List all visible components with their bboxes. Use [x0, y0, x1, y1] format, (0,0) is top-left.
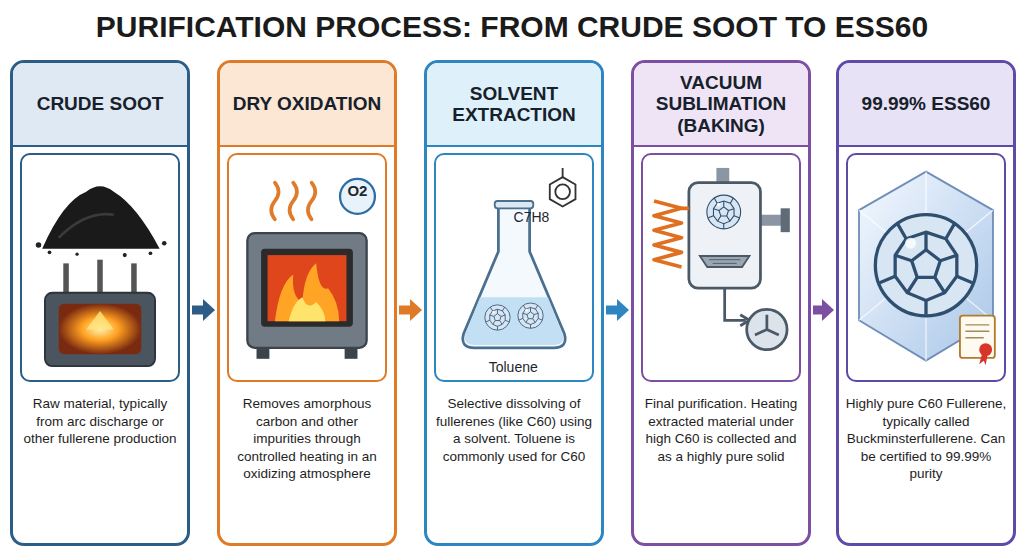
illustration-card: C7H8Toluene — [434, 153, 594, 382]
panel-description: Raw material, typically from arc dischar… — [19, 395, 181, 448]
panel-heading: CRUDE SOOT — [31, 93, 170, 114]
toluene-flask — [436, 155, 592, 380]
process-panel: CRUDE SOOT Raw material, typically from … — [10, 60, 190, 546]
panel-description: Removes amorphous carbon and other impur… — [226, 395, 388, 483]
panel-heading: VACUUM SUBLIMATION (BAKING) — [634, 72, 808, 136]
illustration-card — [641, 153, 801, 382]
panel-header: CRUDE SOOT — [13, 63, 187, 147]
process-arrow — [606, 299, 629, 321]
illustration-label: C7H8 — [514, 209, 550, 225]
process-panel: VACUUM SUBLIMATION (BAKING) Final purifi… — [631, 60, 811, 546]
illustration-label: Toluene — [487, 359, 540, 375]
illustration-card — [846, 153, 1006, 382]
process-panel: SOLVENT EXTRACTION C7H8TolueneSelective … — [424, 60, 604, 546]
process-panel: 99.99% ESS60 Highly pure C60 Fullerene, … — [836, 60, 1016, 546]
panel-heading: 99.99% ESS60 — [856, 93, 997, 114]
panel-header: SOLVENT EXTRACTION — [427, 63, 601, 147]
diagram-title: PURIFICATION PROCESS: FROM CRUDE SOOT TO… — [0, 10, 1024, 44]
illustration-card — [20, 153, 180, 382]
illustration-card: O2 — [227, 153, 387, 382]
panel-header: VACUUM SUBLIMATION (BAKING) — [634, 63, 808, 147]
process-arrow — [813, 299, 834, 321]
panel-description: Highly pure C60 Fullerene, typically cal… — [845, 395, 1007, 483]
illustration-label: O2 — [347, 182, 367, 199]
process-arrow — [399, 299, 422, 321]
vacuum-chamber — [643, 155, 799, 380]
panel-heading: DRY OXIDATION — [227, 93, 388, 114]
process-panel: DRY OXIDATION O2Removes amorphous carbon… — [217, 60, 397, 546]
process-arrow — [192, 299, 215, 321]
panel-header: DRY OXIDATION — [220, 63, 394, 147]
panel-description: Final purification. Heating extracted ma… — [640, 395, 802, 465]
pure-c60-crystal — [848, 155, 1004, 380]
panel-description: Selective dissolving of fullerenes (like… — [433, 395, 595, 465]
soot-and-arc-reactor — [22, 155, 178, 380]
panel-heading: SOLVENT EXTRACTION — [427, 83, 601, 126]
panel-header: 99.99% ESS60 — [839, 63, 1013, 147]
